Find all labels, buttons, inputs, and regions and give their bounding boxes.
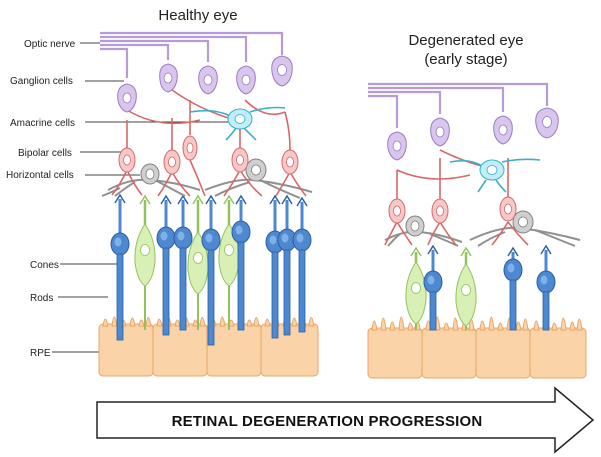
rod-cell	[536, 244, 556, 331]
rod-cell	[423, 244, 443, 331]
label-ganglion-cells: Ganglion cells	[10, 76, 73, 87]
cone-cell	[405, 246, 427, 330]
cone-cell	[455, 246, 477, 330]
rod-cell	[156, 194, 176, 336]
label-cones: Cones	[30, 260, 59, 271]
rod-cell	[231, 194, 251, 331]
healthy-eye-title: Healthy eye	[158, 7, 237, 24]
rod-cell	[201, 194, 221, 346]
rpe-layer-degenerated	[367, 316, 587, 379]
degenerated-eye-subtitle: (early stage)	[424, 51, 507, 68]
degenerated-eye-title: Degenerated eye	[408, 32, 523, 49]
rod-cell	[292, 196, 312, 333]
progression-arrow: RETINAL DEGENERATION PROGRESSION	[96, 386, 595, 454]
ganglion-cells-degenerated	[387, 107, 559, 161]
label-rpe: RPE	[30, 348, 51, 359]
progression-arrow-label: RETINAL DEGENERATION PROGRESSION	[172, 413, 483, 430]
rod-cell	[110, 193, 130, 341]
cone-cell	[134, 194, 156, 330]
photoreceptors-healthy	[110, 193, 312, 346]
rod-cell	[503, 246, 523, 331]
optic-nerve-axons-degenerated	[368, 82, 549, 128]
amacrine-cell-healthy	[189, 106, 286, 141]
label-rods: Rods	[30, 293, 53, 304]
label-horizontal-cells: Horizontal cells	[6, 170, 74, 181]
optic-nerve-axons-healthy	[100, 31, 284, 78]
label-amacrine-cells: Amacrine cells	[10, 118, 75, 129]
ganglion-cells-healthy	[117, 55, 293, 113]
label-leader-lines	[52, 42, 252, 353]
label-optic-nerve: Optic nerve	[24, 39, 76, 50]
photoreceptors-degenerated	[405, 244, 556, 331]
rod-cell	[277, 194, 297, 336]
amacrine-cell-degenerated	[449, 158, 541, 193]
rod-cell	[265, 194, 285, 339]
label-bipolar-cells: Bipolar cells	[18, 148, 72, 159]
cone-cell	[218, 194, 240, 330]
bipolar-dendrites-degenerated	[384, 149, 529, 246]
cone-cell	[187, 194, 209, 330]
